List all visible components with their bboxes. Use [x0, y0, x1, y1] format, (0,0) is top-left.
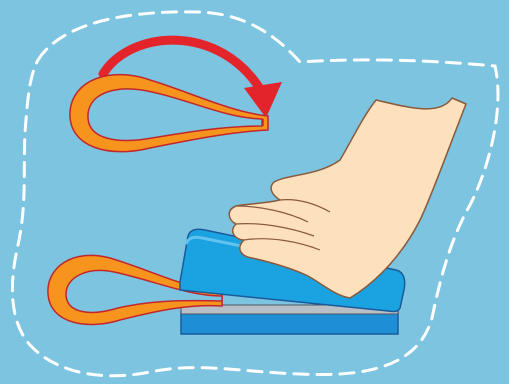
- stapler-base: [181, 312, 398, 334]
- paper-loop-top-icon: [70, 75, 268, 152]
